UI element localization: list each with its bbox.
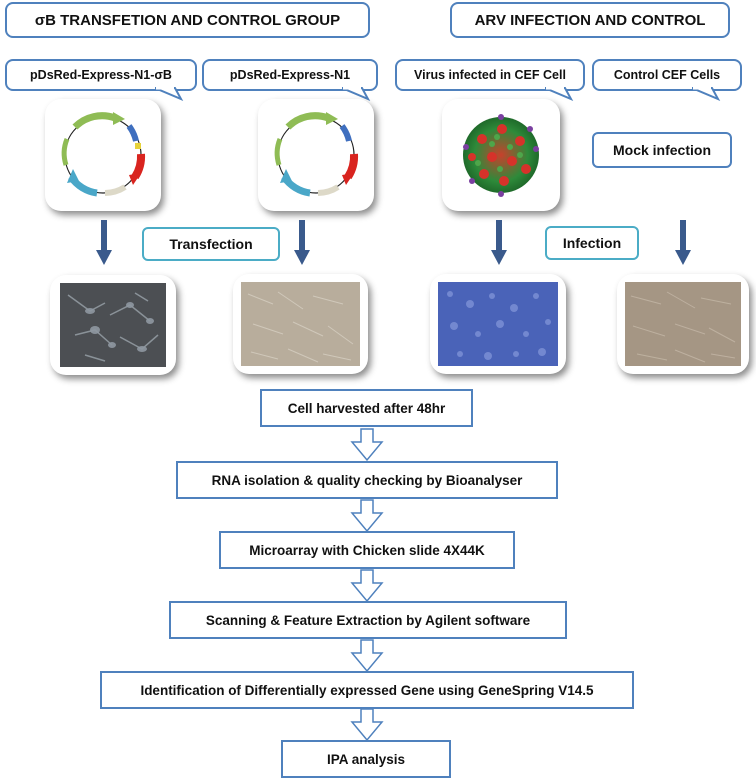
step-rna-isolation: RNA isolation & quality checking by Bioa… [176,461,558,499]
flow-arrow-icon [350,569,384,603]
virus-image [442,99,560,211]
callout-plasmid-control: pDsRed-Express-N1 [202,59,378,101]
infected-cells-image [430,274,566,374]
virus-particle-icon [463,114,539,197]
plasmid-map-icon [61,112,146,197]
down-arrow-icon [675,220,691,265]
micrograph-control-plasmid [241,282,360,366]
callout-plasmid-sigma-text: pDsRed-Express-N1-σB [5,59,197,91]
plasmid-map-icon [274,112,359,197]
flow-arrow-icon [350,708,384,742]
callout-control-cef-text: Control CEF Cells [592,59,742,91]
down-arrow-icon [294,220,310,265]
header-arv-infection-group: ARV INFECTION AND CONTROL [450,2,730,38]
callout-plasmid-sigma: pDsRed-Express-N1-σB [5,59,197,101]
down-arrow-icon [96,220,112,265]
step-cell-harvest: Cell harvested after 48hr [260,389,473,427]
callout-tail [545,87,574,101]
header-sigma-transfection-group: σB TRANSFETION AND CONTROL GROUP [5,2,370,38]
control-plasmid-cells-image [233,274,368,374]
control-cef-cells-image [617,274,749,374]
plasmid-control-image [258,99,374,211]
transfected-cells-image [50,275,176,375]
flow-arrow-icon [350,428,384,462]
step-microarray: Microarray with Chicken slide 4X44K [219,531,515,569]
step-scanning: Scanning & Feature Extraction by Agilent… [169,601,567,639]
transfection-label: Transfection [142,227,280,261]
mock-infection-box: Mock infection [592,132,732,168]
callout-virus-infected-text: Virus infected in CEF Cell [395,59,585,91]
callout-tail [692,87,721,101]
callout-tail [155,87,184,101]
infection-label: Infection [545,226,639,260]
micrograph-infected [438,282,558,366]
callout-virus-infected: Virus infected in CEF Cell [395,59,585,101]
step-ipa-analysis: IPA analysis [281,740,451,778]
plasmid-sigma-image [45,99,161,211]
flow-arrow-icon [350,499,384,533]
down-arrow-icon [491,220,507,265]
callout-tail [342,87,371,101]
callout-plasmid-control-text: pDsRed-Express-N1 [202,59,378,91]
step-identification: Identification of Differentially express… [100,671,634,709]
micrograph-control-cef [625,282,741,366]
callout-control-cef: Control CEF Cells [592,59,742,101]
flow-arrow-icon [350,639,384,673]
micrograph-transfected [60,283,166,367]
